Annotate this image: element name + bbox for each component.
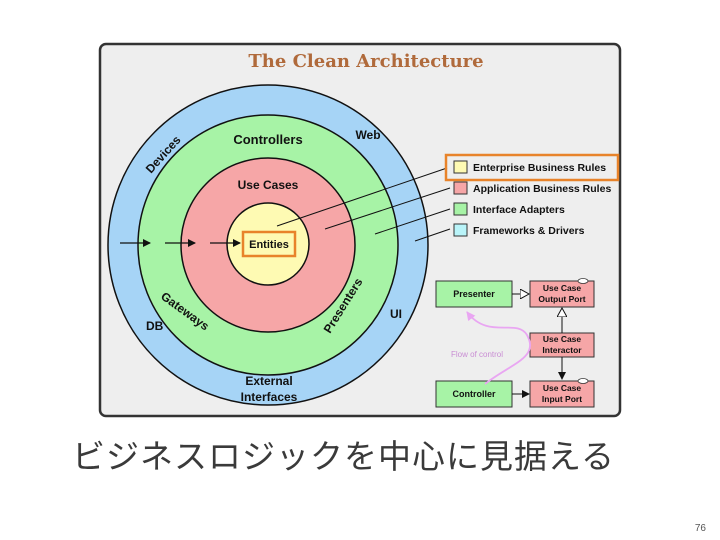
- controller-label: Controller: [452, 389, 495, 399]
- flow-of-control-arrow: [466, 311, 531, 385]
- output-port-label-line-2: Output Port: [538, 294, 585, 304]
- legend-swatch-enterprise: [453, 160, 468, 174]
- legend-swatch-adapters: [453, 202, 468, 216]
- legend-swatch-application: [453, 181, 468, 195]
- interactor-label-line-1: Use Case: [543, 334, 582, 344]
- ring-label-use-cases: Use Cases: [238, 178, 299, 192]
- output-port-interface-marker: [577, 278, 589, 284]
- presenter-box: [435, 280, 513, 308]
- presenter-label: Presenter: [453, 289, 495, 299]
- legend-label-application: Application Business Rules: [473, 183, 611, 195]
- diagram-title: The Clean Architecture: [248, 51, 483, 72]
- ring-label-db: DB: [146, 319, 164, 333]
- ring-label-web: Web: [355, 128, 380, 142]
- legend-label-enterprise: Enterprise Business Rules: [473, 162, 606, 174]
- legend-highlight-box: [444, 153, 620, 182]
- ring-label-ui: UI: [390, 307, 402, 321]
- ring-label-interfaces: Interfaces: [241, 390, 298, 404]
- input-port-interface-marker: [577, 378, 589, 384]
- output-port-label-line-1: Use Case: [543, 283, 582, 293]
- page-number: 76: [694, 523, 706, 534]
- input-port-box: [529, 380, 595, 408]
- interactor-label-line-2: Interactor: [542, 345, 582, 355]
- legend-label-frameworks: Frameworks & Drivers: [473, 225, 585, 237]
- controller-box: [435, 380, 513, 408]
- input-port-label-line-2: Input Port: [542, 394, 582, 404]
- ring-label-entities: Entities: [249, 239, 289, 251]
- entities-highlight-box: [241, 230, 297, 258]
- entities-core: [226, 202, 310, 286]
- legend-pointer-frameworks: [414, 228, 451, 242]
- legend-label-adapters: Interface Adapters: [473, 204, 565, 216]
- slide-caption: ビジネスロジックを中心に見据える: [72, 437, 616, 476]
- flow-of-control-diagram: Presenter Use Case Output Port Use Case …: [435, 278, 595, 408]
- legend-pointer-adapters: [374, 208, 451, 235]
- legend-swatch-frameworks: [453, 223, 468, 237]
- output-port-box: [529, 280, 595, 308]
- legend-pointer-enterprise: [276, 167, 448, 227]
- ring-label-controllers: Controllers: [233, 132, 302, 147]
- ring-label-external: External: [245, 374, 292, 388]
- flow-of-control-label: Flow of control: [451, 350, 503, 359]
- input-port-label-line-1: Use Case: [543, 383, 582, 393]
- legend-pointer-application: [324, 187, 451, 230]
